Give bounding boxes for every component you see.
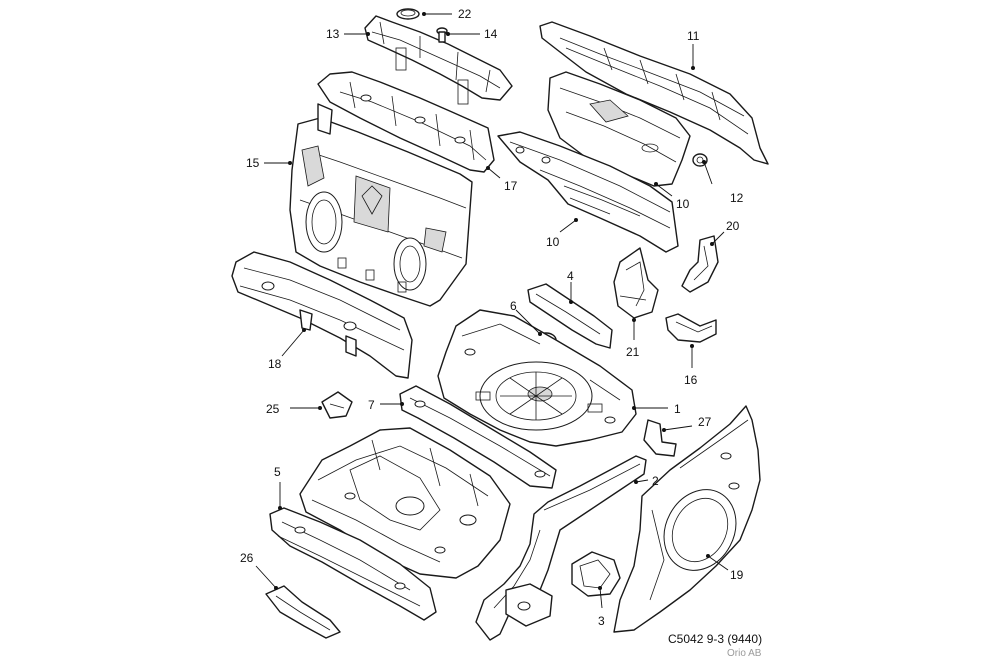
callout-1: 1 <box>674 402 681 416</box>
callout-2: 2 <box>652 474 659 488</box>
part-3-bracket <box>571 551 621 597</box>
part-22-plug <box>396 8 420 20</box>
callout-15: 15 <box>246 156 260 170</box>
copyright-text: Orio AB <box>727 648 762 659</box>
callout-18: 18 <box>268 357 282 371</box>
part-21-bracket <box>613 247 659 319</box>
callout-22: 22 <box>458 7 472 21</box>
callout-17: 17 <box>504 179 518 193</box>
callout-16: 16 <box>684 373 698 387</box>
part-20-bracket <box>681 235 719 293</box>
part-10-rear-panel-inner-upper <box>547 71 691 187</box>
diagram-caption: C5042 9-3 (9440) <box>668 632 763 646</box>
part-5-cross-member <box>269 507 437 621</box>
part-18-lower-cross-member <box>231 251 413 379</box>
part-17-parcel-shelf <box>317 71 495 173</box>
part-13-upper-bracket <box>364 15 513 105</box>
callout-10-upper: 10 <box>676 197 690 211</box>
part-15-rear-bulkhead <box>289 103 473 307</box>
part-26-cross-member <box>265 585 341 639</box>
callout-14: 14 <box>484 27 498 41</box>
part-25-bracket <box>321 391 353 419</box>
part-16-bracket <box>665 313 717 343</box>
callout-20: 20 <box>726 219 740 233</box>
part-27-bracket <box>643 419 677 457</box>
callout-21: 21 <box>626 345 640 359</box>
callout-3: 3 <box>598 614 605 628</box>
callout-7: 7 <box>368 398 375 412</box>
callout-11: 11 <box>687 29 700 43</box>
callout-27: 27 <box>698 415 712 429</box>
part-19-wheel-housing <box>613 405 761 633</box>
callout-5: 5 <box>274 465 281 479</box>
callout-6: 6 <box>510 299 517 313</box>
part-1-rear-floor <box>437 309 637 447</box>
callout-12: 12 <box>730 191 744 205</box>
part-4-cross-member <box>527 283 613 349</box>
callout-labels: 22 13 14 11 15 17 12 10 10 20 4 6 21 16 … <box>240 7 744 628</box>
callout-13: 13 <box>326 27 340 41</box>
leader-lines <box>255 12 729 609</box>
callout-26: 26 <box>240 551 254 565</box>
callout-10-lower: 10 <box>546 235 560 249</box>
part-14-bolt <box>436 27 448 43</box>
callout-25: 25 <box>266 402 280 416</box>
part-7-cross-member <box>399 385 557 489</box>
part-10-rear-panel-inner-lower <box>497 131 679 253</box>
callout-19: 19 <box>730 568 744 582</box>
part-11-rear-panel-upper <box>539 21 769 165</box>
part-2-side-rail <box>475 455 647 641</box>
callout-4: 4 <box>567 269 574 283</box>
floor-panel <box>299 427 511 579</box>
